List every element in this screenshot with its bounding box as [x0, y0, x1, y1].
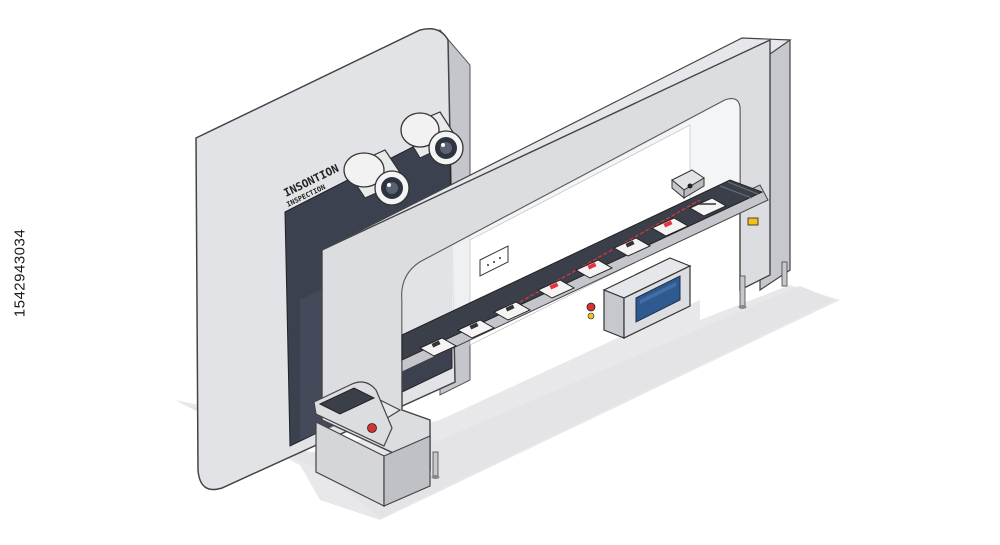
camera-icon — [400, 111, 464, 166]
product-package — [688, 197, 728, 217]
yellow-button-icon — [587, 312, 595, 320]
red-button-icon — [367, 423, 377, 433]
product-package — [574, 259, 614, 279]
stock-image-id-text: 1542943034 — [11, 228, 29, 317]
legs — [431, 261, 788, 479]
camera-icon — [343, 149, 410, 206]
product-package — [536, 279, 576, 299]
product-package — [492, 301, 532, 321]
product-package — [612, 237, 652, 257]
product-package — [418, 337, 458, 357]
feeder-unit — [313, 381, 431, 507]
stock-image-id: 1542943034 — [8, 0, 32, 545]
control-panel — [602, 257, 692, 339]
side-indicator-icon — [747, 217, 759, 226]
laser-beam — [519, 199, 701, 303]
product-package — [456, 319, 496, 339]
product-package — [650, 217, 690, 237]
red-button-icon — [586, 302, 596, 312]
sensor-icon — [671, 169, 705, 200]
products — [418, 197, 728, 357]
